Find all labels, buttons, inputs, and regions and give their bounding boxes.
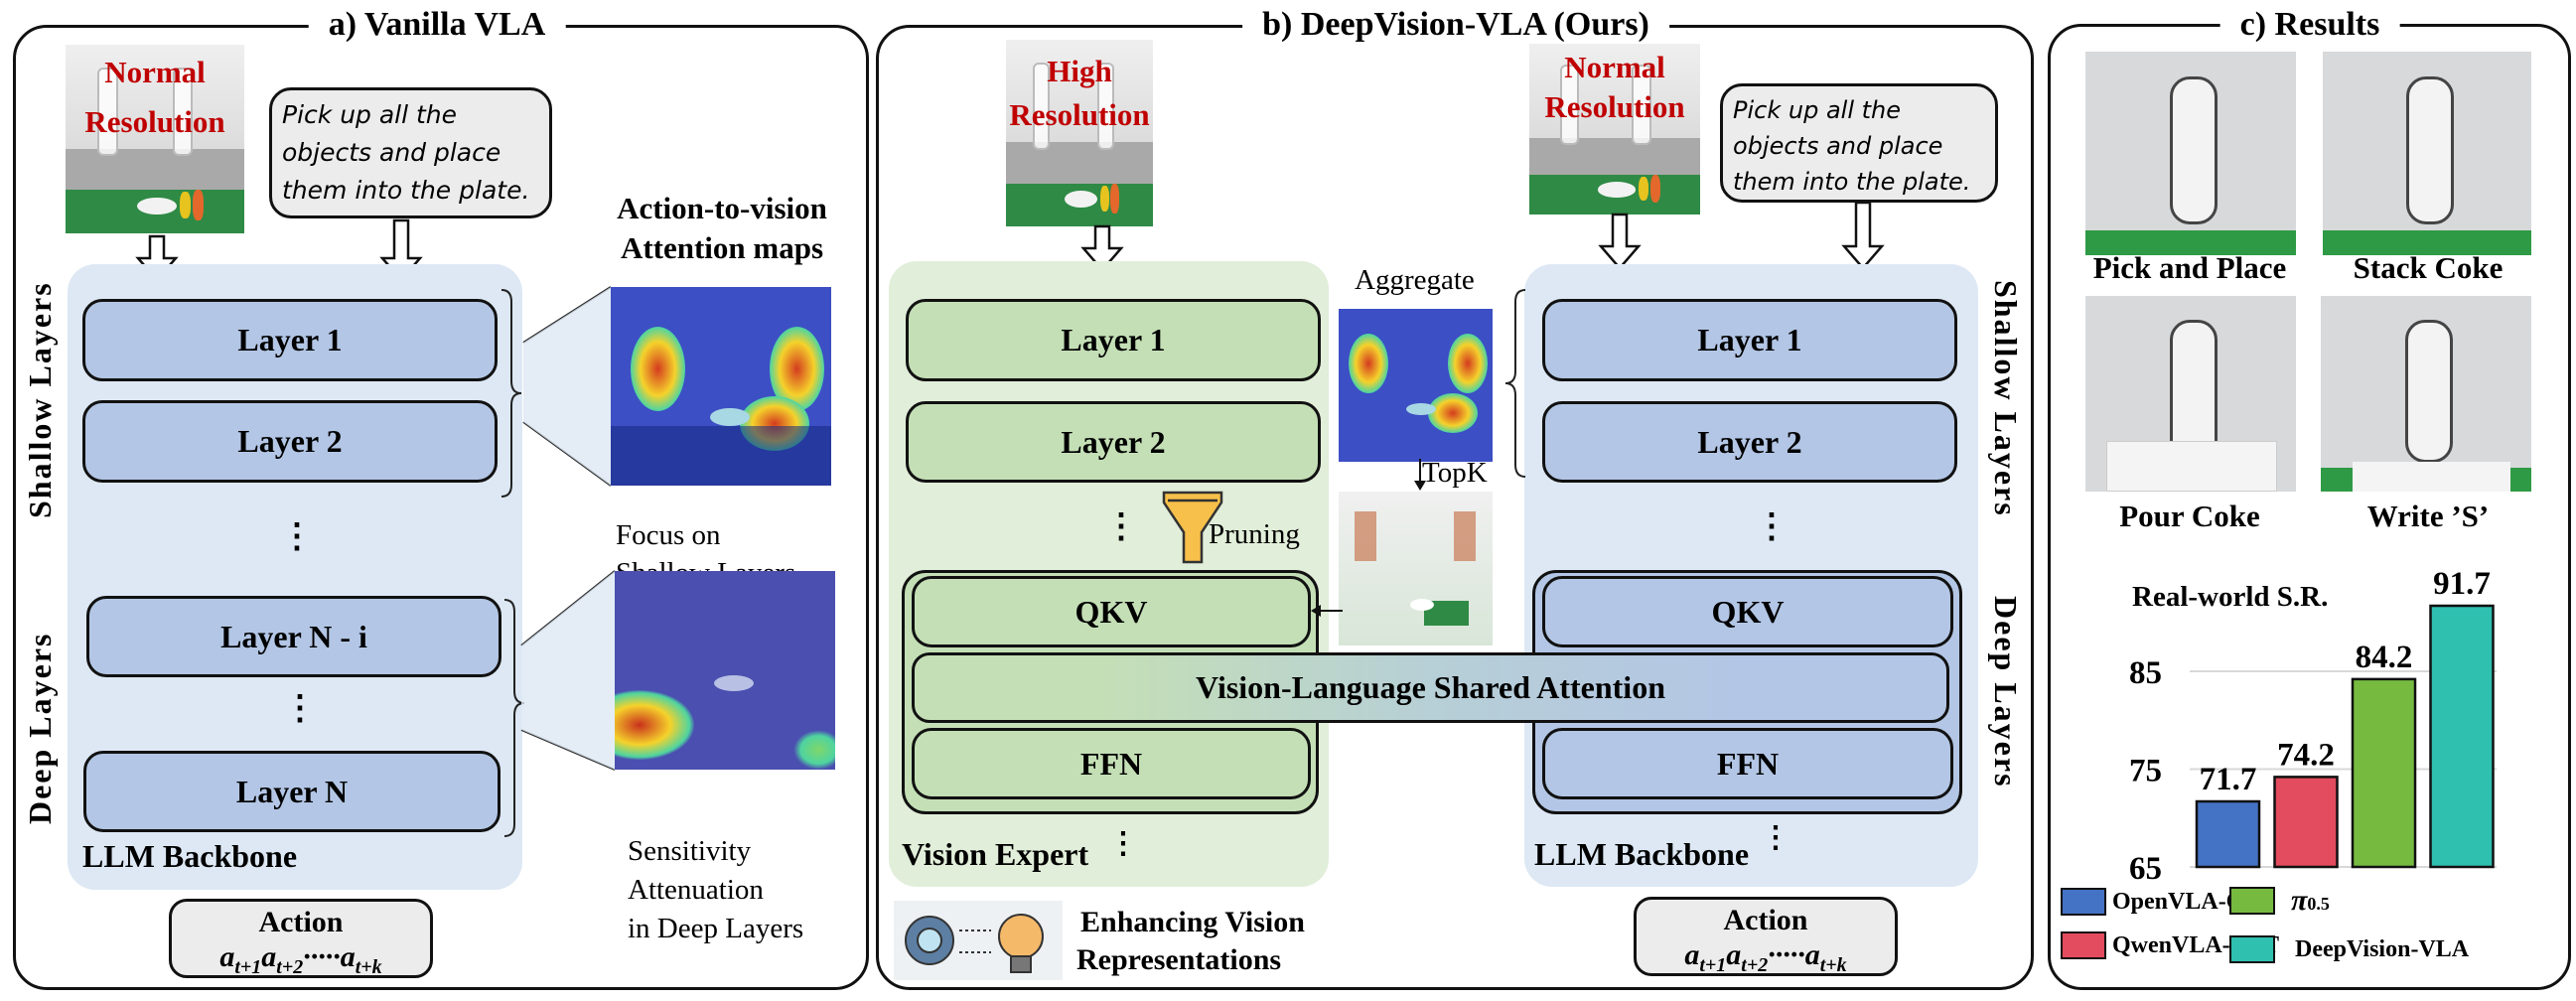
- vision-qkv: QKV: [912, 576, 1311, 647]
- pruned-tokens-image: [1339, 492, 1493, 645]
- legend-label: DeepVision-VLA: [2295, 935, 2470, 962]
- gear-icon: [905, 916, 954, 965]
- layer-2: Layer 2: [82, 400, 498, 483]
- legend-swatch: [2061, 931, 2106, 959]
- chart-title: Real-world S.R.: [2132, 581, 2328, 613]
- bar-value-label: 84.2: [2356, 640, 2413, 675]
- bar-value-label: 71.7: [2200, 762, 2257, 797]
- backbone-label: LLM Backbone: [1534, 836, 1750, 872]
- vision-layer-2: Layer 2: [906, 401, 1321, 483]
- aggregate-label: Aggregate: [1355, 264, 1475, 296]
- task-image-stack-coke: [2323, 52, 2531, 255]
- instruction-box: Pick up all the objects and place them i…: [269, 87, 552, 218]
- funnel-icon: [1162, 491, 1223, 564]
- task-caption: Pour Coke: [2119, 499, 2260, 533]
- brace-shallow: [1504, 289, 1526, 478]
- bar--0-5: [2351, 677, 2417, 869]
- connector-fill: [521, 287, 615, 770]
- legend-swatch: [2061, 888, 2106, 916]
- task-image-pick-and-place: [2085, 52, 2296, 255]
- layer-n-minus-i: Layer N - i: [86, 596, 501, 677]
- task-caption: Pick and Place: [2092, 250, 2287, 285]
- legend-swatch: [2229, 935, 2275, 963]
- y-tick-label: 85: [2129, 655, 2162, 691]
- ellipsis: ⋮: [280, 518, 314, 555]
- pruning-label: Pruning: [1209, 518, 1300, 550]
- y-tick-label: 65: [2129, 851, 2162, 887]
- legend-item: DeepVision-VLA: [2229, 935, 2469, 963]
- legend-item: π0.5: [2229, 884, 2330, 918]
- deep-layers-label: Deep Layers: [1988, 596, 2024, 788]
- ellipsis: ⋮: [1108, 827, 1138, 860]
- bar-value-label: 74.2: [2277, 737, 2335, 773]
- panel-c-title: c) Results: [2219, 6, 2400, 44]
- action-output-box: Action at+1at+2·····at+k: [1634, 897, 1898, 976]
- topk-arrow-icon: [1414, 459, 1426, 491]
- gear-bulb-icon: [894, 901, 1063, 980]
- task-caption: Stack Coke: [2353, 250, 2504, 285]
- vision-expert-label: Vision Expert: [902, 836, 1089, 872]
- task-image-pour-coke: [2085, 296, 2296, 492]
- llm-layer-2: Layer 2: [1542, 401, 1957, 483]
- instruction-box: Pick up all the objects and place them i…: [1720, 83, 1998, 203]
- shared-attention-layer: Vision-Language Shared Attention: [912, 652, 1949, 723]
- vision-layer-1: Layer 1: [906, 299, 1321, 381]
- y-tick-label: 75: [2129, 754, 2162, 789]
- input-arrows: [1080, 201, 1885, 272]
- ellipsis: ⋮: [283, 690, 317, 727]
- backbone-label: LLM Backbone: [82, 838, 298, 874]
- bar-value-label: 91.7: [2433, 566, 2491, 602]
- action-output-box: Action at+1at+2·····at+k: [169, 899, 433, 978]
- llm-qkv: QKV: [1542, 576, 1953, 647]
- bar-qwenvla-oft: [2273, 776, 2339, 869]
- task-caption: Write ’S’: [2366, 499, 2490, 533]
- layer-1: Layer 1: [82, 299, 498, 381]
- attention-map-deep: [615, 571, 835, 770]
- hollow-arrow-icon: [1080, 201, 1885, 272]
- ellipsis: ⋮: [1761, 821, 1790, 854]
- llm-ffn: FFN: [1542, 728, 1953, 799]
- llm-layer-1: Layer 1: [1542, 299, 1957, 381]
- task-image-write-s: [2321, 296, 2531, 492]
- pruned-to-qkv-arrow-icon: [1311, 605, 1343, 617]
- bar-deepvision-vla: [2429, 604, 2495, 869]
- sensitivity-text: Sensitivity Attenuation in Deep Layers: [628, 835, 804, 944]
- legend-swatch: [2229, 887, 2275, 915]
- brace-shallow: [501, 289, 522, 498]
- shallow-layers-label: Shallow Layers: [1988, 280, 2024, 517]
- aggregate-attention-map: [1339, 309, 1493, 462]
- ellipsis: ⋮: [1104, 508, 1138, 545]
- panel-b-title: b) DeepVision-VLA (Ours): [1242, 6, 1669, 44]
- legend-label: π0.5: [2291, 884, 2330, 917]
- layer-n: Layer N: [83, 751, 501, 832]
- ellipsis: ⋮: [1755, 508, 1789, 545]
- bar-openvla-oft: [2195, 799, 2261, 869]
- success-rate-chart: Real-world S.R. 65 75 85 71.7 74.2 84.2 91.7: [2129, 566, 2497, 887]
- lightbulb-icon: [998, 914, 1044, 973]
- panel-a-title: a) Vanilla VLA: [308, 6, 566, 44]
- vision-ffn: FFN: [912, 728, 1311, 799]
- topk-label: TopK: [1422, 457, 1488, 489]
- attention-map-shallow: [611, 287, 831, 486]
